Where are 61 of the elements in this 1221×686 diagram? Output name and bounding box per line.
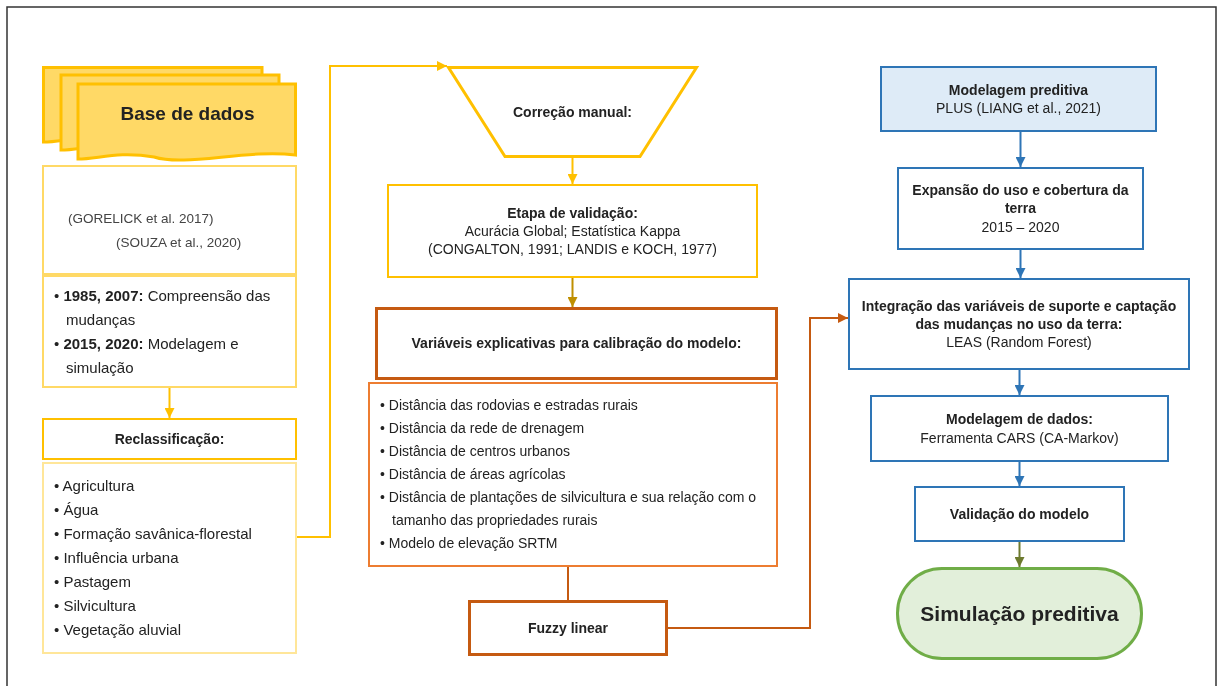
list-item: • Formação savânica-florestal	[54, 524, 253, 544]
label-text: Validação do modelo	[948, 504, 1091, 524]
process-box	[468, 600, 668, 656]
process-box	[848, 278, 1190, 370]
list-item: • Vegetação aluvial	[54, 620, 182, 640]
list-item: • Distância da rede de drenagem	[380, 419, 586, 438]
class-list-panel	[42, 462, 297, 654]
body-text: Ferramenta CARS (CA-Markov)	[919, 428, 1120, 447]
heading-text: Etapa de validação:	[506, 203, 639, 222]
list-item: • Pastagem	[54, 572, 132, 592]
variable-list-panel	[368, 382, 778, 567]
label-text: Simulação preditiva	[919, 600, 1120, 627]
heading-text: Integração das variáveis de suporte e captação das mudanças no uso da terra:	[860, 296, 1178, 334]
label-text: Variáveis explicativas para calibração do modelo:	[410, 334, 743, 353]
list-item: • Água	[54, 500, 100, 520]
heading-text: Expansão do uso e cobertura da terra	[911, 181, 1130, 218]
label-text: Correção manual:	[511, 102, 633, 122]
document-stack-shape	[42, 66, 297, 165]
list-item: • Modelo de elevação SRTM	[380, 534, 559, 553]
period-panel	[42, 275, 297, 388]
connector-line	[567, 566, 569, 601]
process-box	[870, 395, 1169, 462]
arrow	[164, 387, 175, 419]
process-box	[914, 486, 1125, 542]
arrow	[1014, 541, 1025, 568]
arrow	[296, 61, 448, 538]
arrow	[1014, 369, 1025, 396]
label-text: Base de dados	[119, 102, 256, 127]
process-box	[897, 167, 1144, 250]
arrow	[1015, 249, 1026, 279]
list-item: • Silvicultura	[54, 596, 137, 616]
list-item: • Distância das rodovias e estradas rurais	[380, 396, 639, 415]
list-item: • Distância de áreas agrícolas	[380, 465, 567, 484]
list-item: • Distância de plantações de silvicultura e sua relação com o tamanho das propriedades rurais	[380, 488, 758, 530]
arrow	[567, 157, 578, 185]
label-text: Fuzzy linear	[526, 618, 610, 638]
process-box	[387, 184, 758, 278]
heading-text: Modelagem preditiva	[947, 80, 1090, 99]
heading-text: Modelagem de dados:	[945, 410, 1094, 429]
body-text: 2015 – 2020	[980, 217, 1061, 236]
arrow	[667, 313, 849, 629]
label-text: Reclassificação:	[113, 429, 226, 449]
process-box	[375, 307, 778, 380]
body-text: LEAS (Random Forest)	[945, 333, 1093, 352]
list-item: • Agricultura	[54, 476, 136, 496]
process-box	[880, 66, 1157, 132]
arrow	[567, 277, 578, 308]
body-text: PLUS (LIANG et al., 2021)	[935, 99, 1102, 118]
list-item: • Influência urbana	[54, 548, 180, 568]
source-panel	[42, 165, 297, 275]
list-item: • Distância de centros urbanos	[380, 442, 572, 461]
trapezoid-shape	[447, 66, 698, 158]
arrow	[1014, 461, 1025, 487]
heading-text: (GORELICK et al. 2017)	[67, 210, 215, 228]
body-text: (CONGALTON, 1991; LANDIS e KOCH, 1977)	[427, 240, 718, 259]
arrow	[1015, 131, 1026, 168]
body-text: (SOUZA et al., 2020)	[115, 234, 243, 252]
list-item: • 1985, 2007: Compreensão das mudanças	[54, 285, 272, 330]
list-item: • 2015, 2020: Modelagem e simulação	[54, 333, 240, 378]
body-text: Acurácia Global; Estatística Kappa	[463, 221, 682, 241]
process-box	[42, 418, 297, 460]
